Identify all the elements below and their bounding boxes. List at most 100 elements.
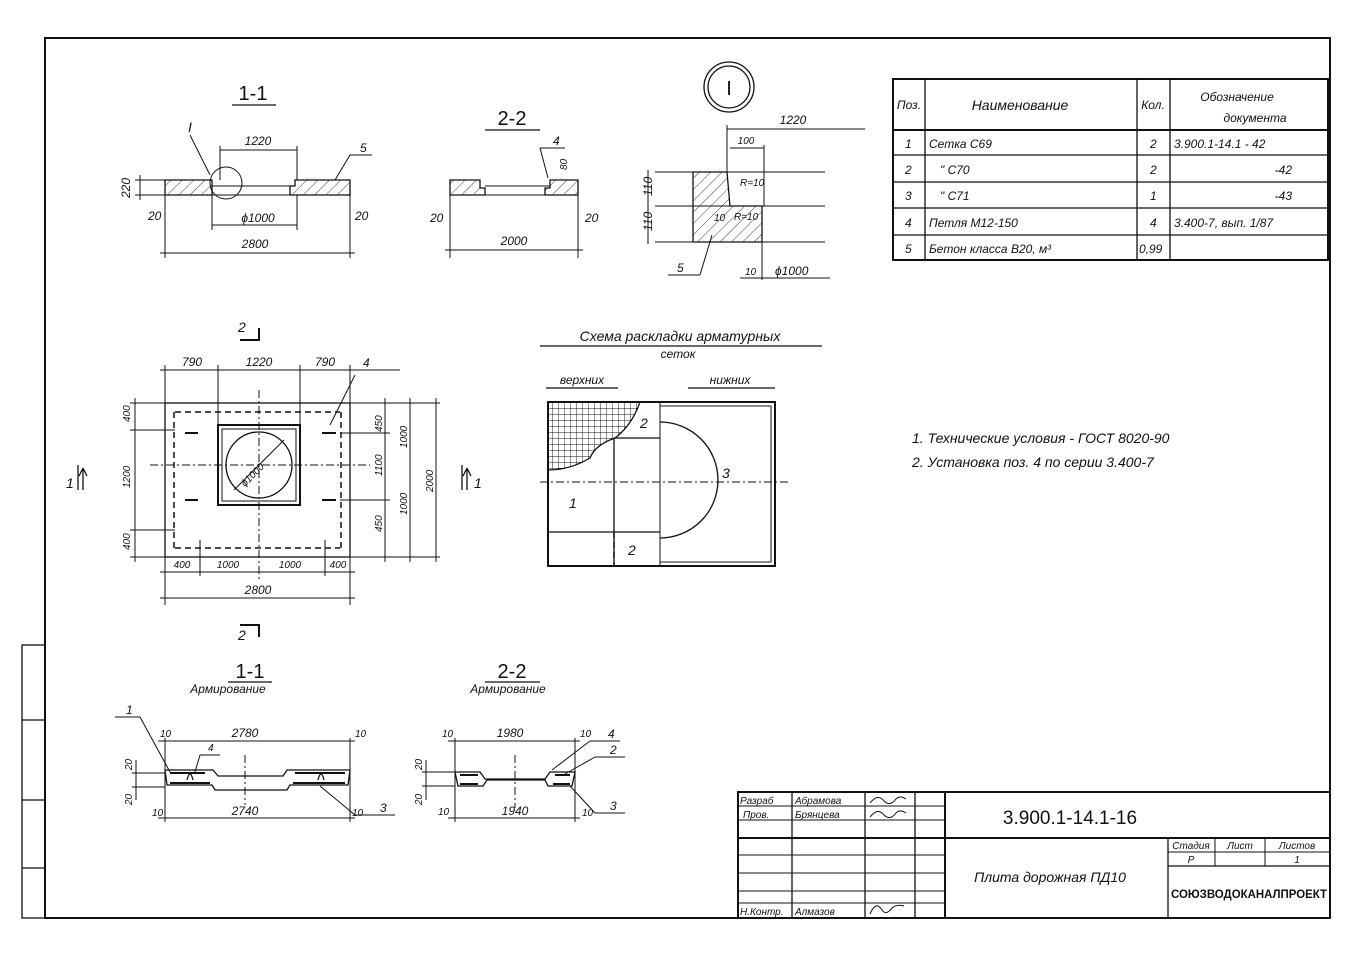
svg-text:-43: -43	[1275, 189, 1293, 203]
scheme-title: Схема раскладки арматурных	[580, 328, 782, 344]
dim: 110	[641, 212, 655, 231]
table-header: документа	[1223, 111, 1286, 125]
svg-text:4: 4	[1150, 216, 1157, 230]
pos-label: 4	[608, 727, 615, 741]
dim: 2780	[231, 726, 259, 740]
dim: 2000	[500, 234, 528, 248]
dim: 400	[122, 405, 133, 422]
section-title: 2-2	[498, 108, 527, 130]
section-title: 2-2	[498, 661, 527, 683]
dim: 10	[745, 267, 757, 278]
scheme-upper-label: верхних	[560, 373, 605, 387]
svg-text:-42: -42	[1275, 163, 1293, 177]
signature	[869, 810, 907, 819]
signature	[869, 796, 907, 805]
section-title: 1-1	[239, 83, 268, 105]
dim: 20	[147, 209, 162, 223]
person-name: Брянцева	[795, 810, 840, 821]
drawing-title: Плита дорожная ПД10	[974, 869, 1126, 885]
sheets-value: 1	[1294, 855, 1300, 866]
svg-text:1: 1	[1150, 189, 1157, 203]
svg-text:2: 2	[237, 627, 246, 643]
dim: 790	[182, 355, 202, 369]
left-margin-strip	[21, 644, 46, 919]
dim: 10	[352, 808, 364, 819]
dim: 10	[152, 808, 164, 819]
dim: 110	[641, 177, 655, 196]
role-label: Пров.	[743, 810, 769, 821]
dim: ϕ1000	[241, 211, 275, 225]
dim: 790	[315, 355, 335, 369]
dim: 10	[714, 213, 726, 224]
mesh-label: 3	[722, 465, 730, 481]
note: 1. Технические условия - ГОСТ 8020-90	[912, 430, 1170, 446]
spec-table: Поз. Наименование Кол. Обозначение докум…	[892, 78, 1329, 261]
dim: 20	[124, 793, 135, 806]
note: 2. Установка поз. 4 по серии 3.400-7	[911, 454, 1155, 470]
pos-label: 3	[380, 801, 387, 815]
svg-text:5: 5	[905, 242, 912, 256]
dim: 2000	[425, 469, 436, 493]
dim: 10	[582, 808, 594, 819]
dim: 1980	[497, 726, 524, 740]
svg-text:1: 1	[905, 137, 912, 151]
scheme-title: сеток	[661, 347, 697, 361]
svg-text:1: 1	[66, 475, 74, 491]
role-label: Н.Контр.	[740, 907, 784, 918]
dim: 1220	[245, 134, 272, 148]
section-1-1: 1-1 I 1220 5 220 20 20 ϕ1000 2800	[119, 83, 372, 258]
svg-text:2: 2	[904, 163, 912, 177]
dim: 400	[330, 560, 347, 571]
table-header: Наименование	[972, 97, 1069, 113]
signature	[869, 904, 905, 915]
dim: 450	[374, 515, 385, 532]
dim: 10	[160, 729, 172, 740]
svg-text:2: 2	[1149, 137, 1157, 151]
svg-text:2: 2	[1149, 163, 1157, 177]
dim: 1940	[502, 804, 529, 818]
mesh-label: 2	[627, 542, 636, 558]
table-header: Поз.	[897, 98, 921, 112]
svg-text:Бетон класса В20, м³: Бетон класса В20, м³	[929, 242, 1052, 256]
dim: ϕ1000	[239, 461, 267, 489]
dim: 80	[559, 158, 570, 170]
detail-I: I 110 110 1220 100 R=10 R=10 10 10 ϕ1000…	[641, 61, 865, 280]
sheets-label: Листов	[1278, 841, 1315, 852]
dim: 1000	[217, 560, 240, 571]
dim: R=10	[734, 212, 759, 223]
dim: ϕ1000	[775, 264, 809, 278]
table-header: Обозначение	[1200, 90, 1274, 104]
mesh-label: 1	[569, 495, 577, 511]
reinforcement-1-1: 1-1 Армирование 10 2780 10 10 2740 10 20…	[115, 661, 395, 822]
dim: 400	[174, 560, 191, 571]
svg-text:4: 4	[905, 216, 912, 230]
svg-text:" С70: " С70	[940, 163, 970, 177]
dim: 1200	[122, 465, 133, 488]
svg-text:0,99: 0,99	[1139, 242, 1163, 256]
stage-value: Р	[1188, 855, 1195, 866]
dim: 20	[354, 209, 369, 223]
plan-view: ϕ1000 4 790 1220 790 400 1000 1000 400 2…	[66, 319, 482, 643]
dim: 20	[124, 758, 135, 771]
section-subtitle: Армирование	[189, 682, 266, 696]
svg-text:2: 2	[237, 319, 246, 335]
reinforcement-2-2: 2-2 Армирование 10 1980 10 10 1940 10 20…	[414, 661, 625, 822]
section-subtitle: Армирование	[469, 682, 546, 696]
role-label: Разраб	[740, 795, 774, 807]
dim: 20	[414, 758, 425, 771]
detail-ref: I	[188, 119, 192, 135]
section-2-2: 2-2 4 80 20 20 2000	[429, 108, 599, 258]
person-name: Абрамова	[794, 795, 842, 807]
svg-text:" С71: " С71	[940, 189, 970, 203]
dim: 10	[442, 729, 454, 740]
pos-label: 4	[363, 356, 370, 370]
organization: СОЮЗВОДОКАНАЛПРОЕКТ	[1171, 887, 1328, 901]
dim: 1000	[279, 560, 302, 571]
dim: 220	[119, 178, 133, 199]
pos-label: 5	[677, 261, 684, 275]
dim: 100	[738, 136, 755, 147]
cut-mark-2: 2 2	[237, 319, 260, 643]
mesh-label: 2	[639, 415, 648, 431]
